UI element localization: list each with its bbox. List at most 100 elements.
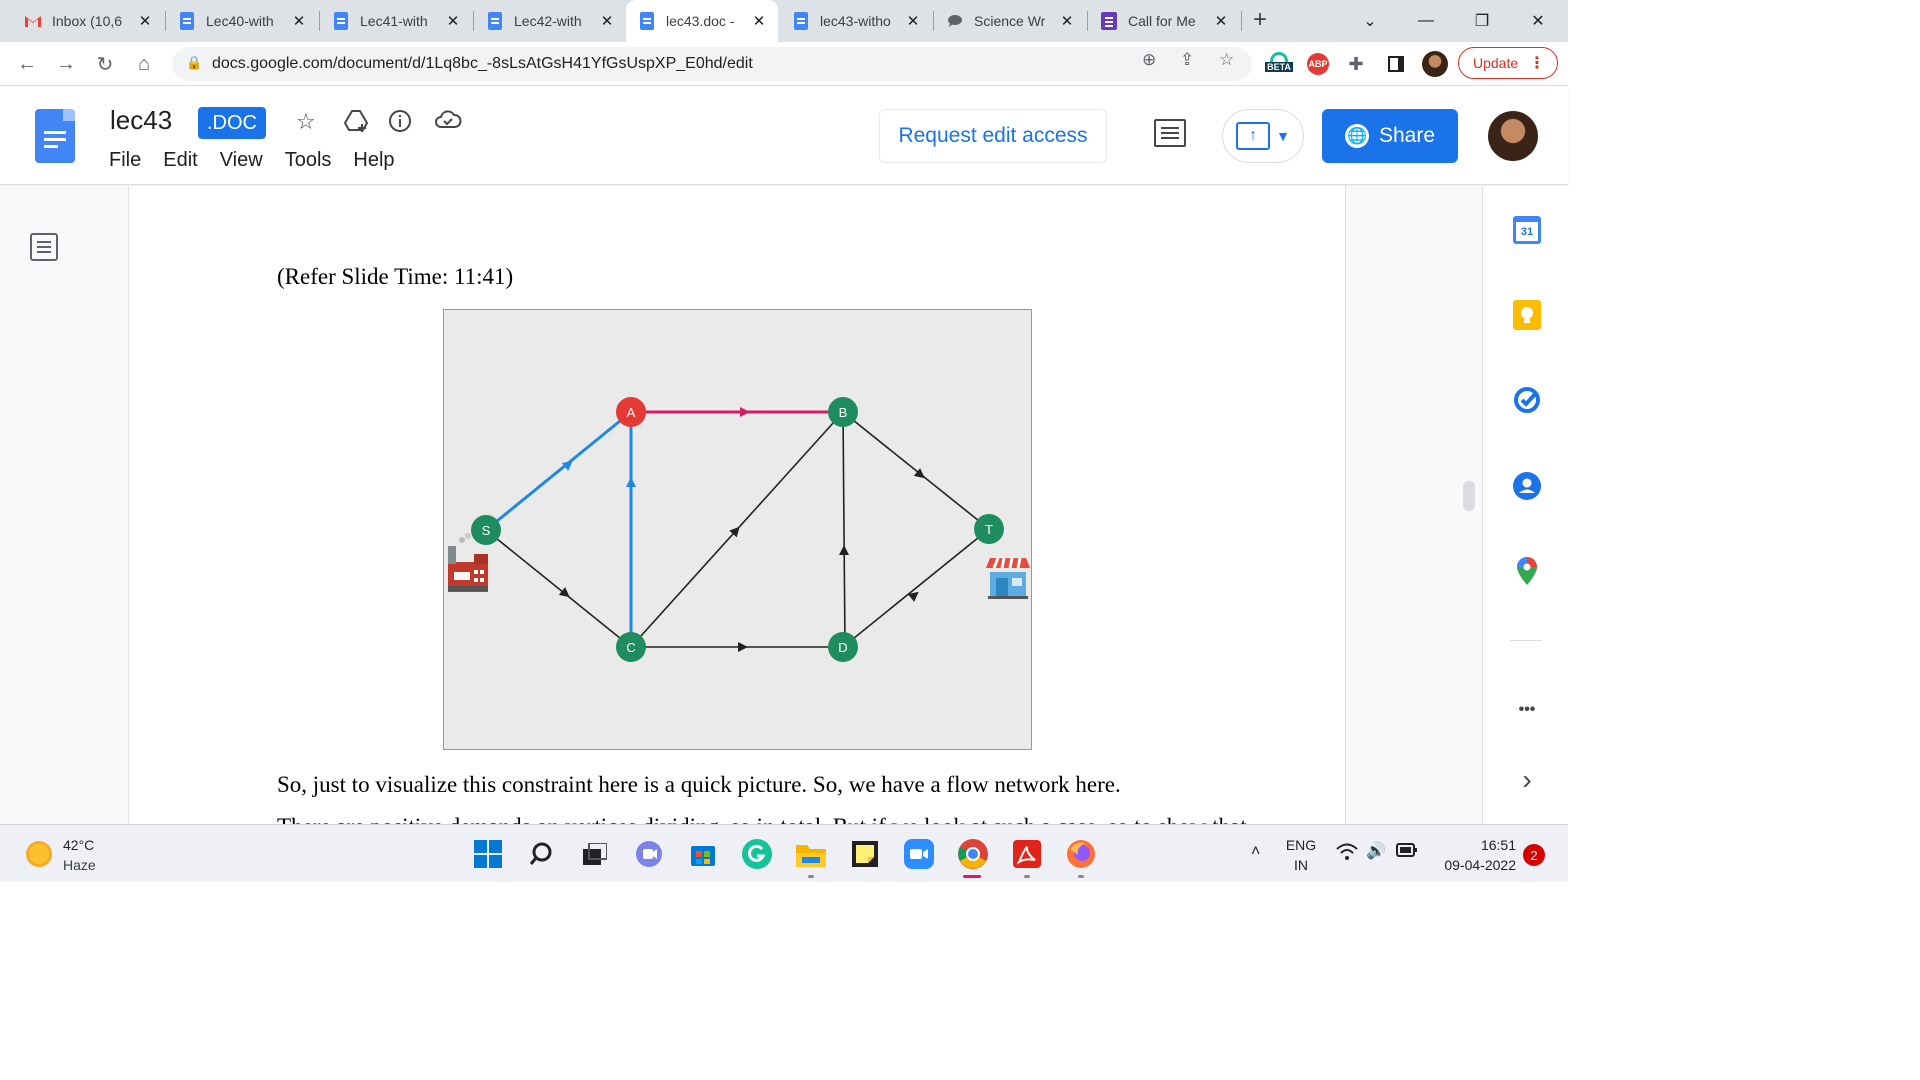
weather-sun-icon[interactable] [26,841,52,867]
menu-tools[interactable]: Tools [284,149,332,171]
document-outline-icon[interactable] [30,233,58,261]
tab-title: Inbox (10,6 [52,13,123,29]
edge-b-t [842,411,990,530]
close-icon[interactable]: ✕ [752,13,766,30]
close-icon[interactable]: ✕ [446,13,460,30]
account-avatar[interactable] [1488,111,1538,161]
file-explorer-icon[interactable] [795,838,827,870]
side-panel-icon[interactable] [1384,52,1408,76]
menu-help[interactable]: Help [353,149,395,171]
more-icon[interactable]: ••• [1518,701,1536,718]
docs-icon [178,12,196,30]
clock[interactable]: 16:51 09-04-2022 [1430,837,1516,873]
keep-icon[interactable] [1512,300,1542,330]
maps-icon[interactable] [1512,556,1542,586]
language-indicator[interactable]: ENG IN [1283,837,1319,873]
share-button[interactable]: 🌐 Share [1322,109,1458,163]
back-icon[interactable]: ← [17,52,37,75]
forward-icon[interactable]: → [56,52,76,75]
tab-lec41[interactable]: Lec41-with ✕ [320,0,472,42]
minimize-button[interactable]: — [1418,12,1434,29]
lock-icon[interactable]: 🔒 [186,55,203,70]
chrome-icon[interactable] [957,838,989,870]
globe-icon: 🌐 [1344,124,1369,148]
tab-search-icon[interactable]: ⌄ [1363,13,1377,30]
menu-edit[interactable]: Edit [163,149,198,171]
star-icon[interactable]: ☆ [296,109,316,134]
node-t-label: T [985,522,993,537]
acrobat-icon[interactable] [1011,838,1043,870]
volume-icon[interactable]: 🔊 [1366,843,1386,860]
weather-temperature[interactable]: 42°C [63,837,95,853]
scrollbar-thumb[interactable] [1463,481,1475,511]
arrow-s-a [561,460,573,471]
node-d: D [828,632,858,662]
tasks-icon[interactable] [1512,385,1542,415]
grammarly-icon[interactable] [741,838,773,870]
update-button[interactable]: Update ⋮ [1458,47,1558,79]
tab-science[interactable]: Science Wr ✕ [934,0,1086,42]
expand-panel-icon[interactable]: › [1522,764,1532,795]
close-window-button[interactable]: ✕ [1531,13,1545,30]
weather-description[interactable]: Haze [63,857,96,873]
notification-badge[interactable]: 2 [1523,844,1545,866]
tab-title: lec43.doc - [666,13,735,29]
wifi-icon[interactable] [1336,843,1358,865]
search-icon[interactable] [526,838,558,870]
url-input[interactable]: 🔒 docs.google.com/document/d/1Lq8bc_-8sL… [172,47,1252,81]
tab-inbox[interactable]: Inbox (10,6 ✕ [0,0,164,42]
close-icon[interactable]: ✕ [600,13,614,30]
tab-lec43-without[interactable]: lec43-witho ✕ [780,0,932,42]
node-a: A [616,397,646,427]
tab-lec42[interactable]: Lec42-with ✕ [474,0,626,42]
grammarly-beta-extension-icon[interactable]: BETA [1264,50,1294,74]
calendar-icon[interactable]: 31 [1512,215,1542,245]
menu-file[interactable]: File [109,149,142,171]
address-bar: ← → ↻ ⌂ 🔒 docs.google.com/document/d/1Lq… [0,42,1568,86]
close-icon[interactable]: ✕ [906,13,920,30]
menu-view[interactable]: View [219,149,263,171]
present-button[interactable]: ↑ ▼ [1222,109,1304,163]
tab-call-for[interactable]: Call for Me ✕ [1088,0,1240,42]
new-tab-button[interactable]: + [1253,6,1268,33]
restore-button[interactable]: ❐ [1474,13,1490,30]
profile-avatar[interactable] [1422,51,1448,77]
arrow-c-a [626,477,636,487]
tab-lec40[interactable]: Lec40-with ✕ [166,0,318,42]
show-hidden-icons[interactable]: ˄ [1251,843,1261,860]
edge-s-a [485,410,632,532]
bookmark-star-icon[interactable]: ☆ [1219,50,1235,69]
close-icon[interactable]: ✕ [1060,13,1074,30]
abp-label: ABP [1307,53,1329,75]
battery-icon[interactable] [1396,842,1418,861]
close-icon[interactable]: ✕ [292,13,306,30]
share-page-icon[interactable]: ⇪ [1180,50,1195,69]
move-to-drive-icon[interactable] [343,109,369,139]
close-icon[interactable]: ✕ [1214,13,1228,30]
home-icon[interactable]: ⌂ [137,52,151,75]
body-paragraph-next: There are positive demands on vertices d… [277,814,1247,824]
reload-icon[interactable]: ↻ [96,53,114,76]
contacts-icon[interactable] [1512,471,1542,501]
adblock-extension-icon[interactable]: ABP [1306,52,1330,76]
info-icon[interactable] [388,109,412,139]
tab-separator [319,11,320,31]
doc-title[interactable]: lec43 [110,105,173,135]
tab-lec43-active[interactable]: lec43.doc - ✕ [626,0,778,42]
arrow-b-t [913,468,925,479]
cloud-status-icon[interactable] [434,109,462,137]
extensions-puzzle-icon[interactable]: ✚ [1348,53,1364,74]
sticky-notes-icon[interactable] [849,838,881,870]
microsoft-store-icon[interactable] [687,838,719,870]
zoom-icon[interactable]: ⊕ [1142,50,1157,69]
tab-separator [1087,11,1088,31]
teams-chat-icon[interactable] [633,838,665,870]
request-edit-access-button[interactable]: Request edit access [879,109,1107,163]
firefox-icon[interactable] [1065,838,1097,870]
zoom-app-icon[interactable] [903,838,935,870]
close-icon[interactable]: ✕ [138,13,152,30]
windows-start-icon[interactable] [472,838,504,870]
comments-icon[interactable] [1154,119,1186,147]
docs-logo-icon[interactable] [35,109,75,163]
task-view-icon[interactable] [579,838,611,870]
